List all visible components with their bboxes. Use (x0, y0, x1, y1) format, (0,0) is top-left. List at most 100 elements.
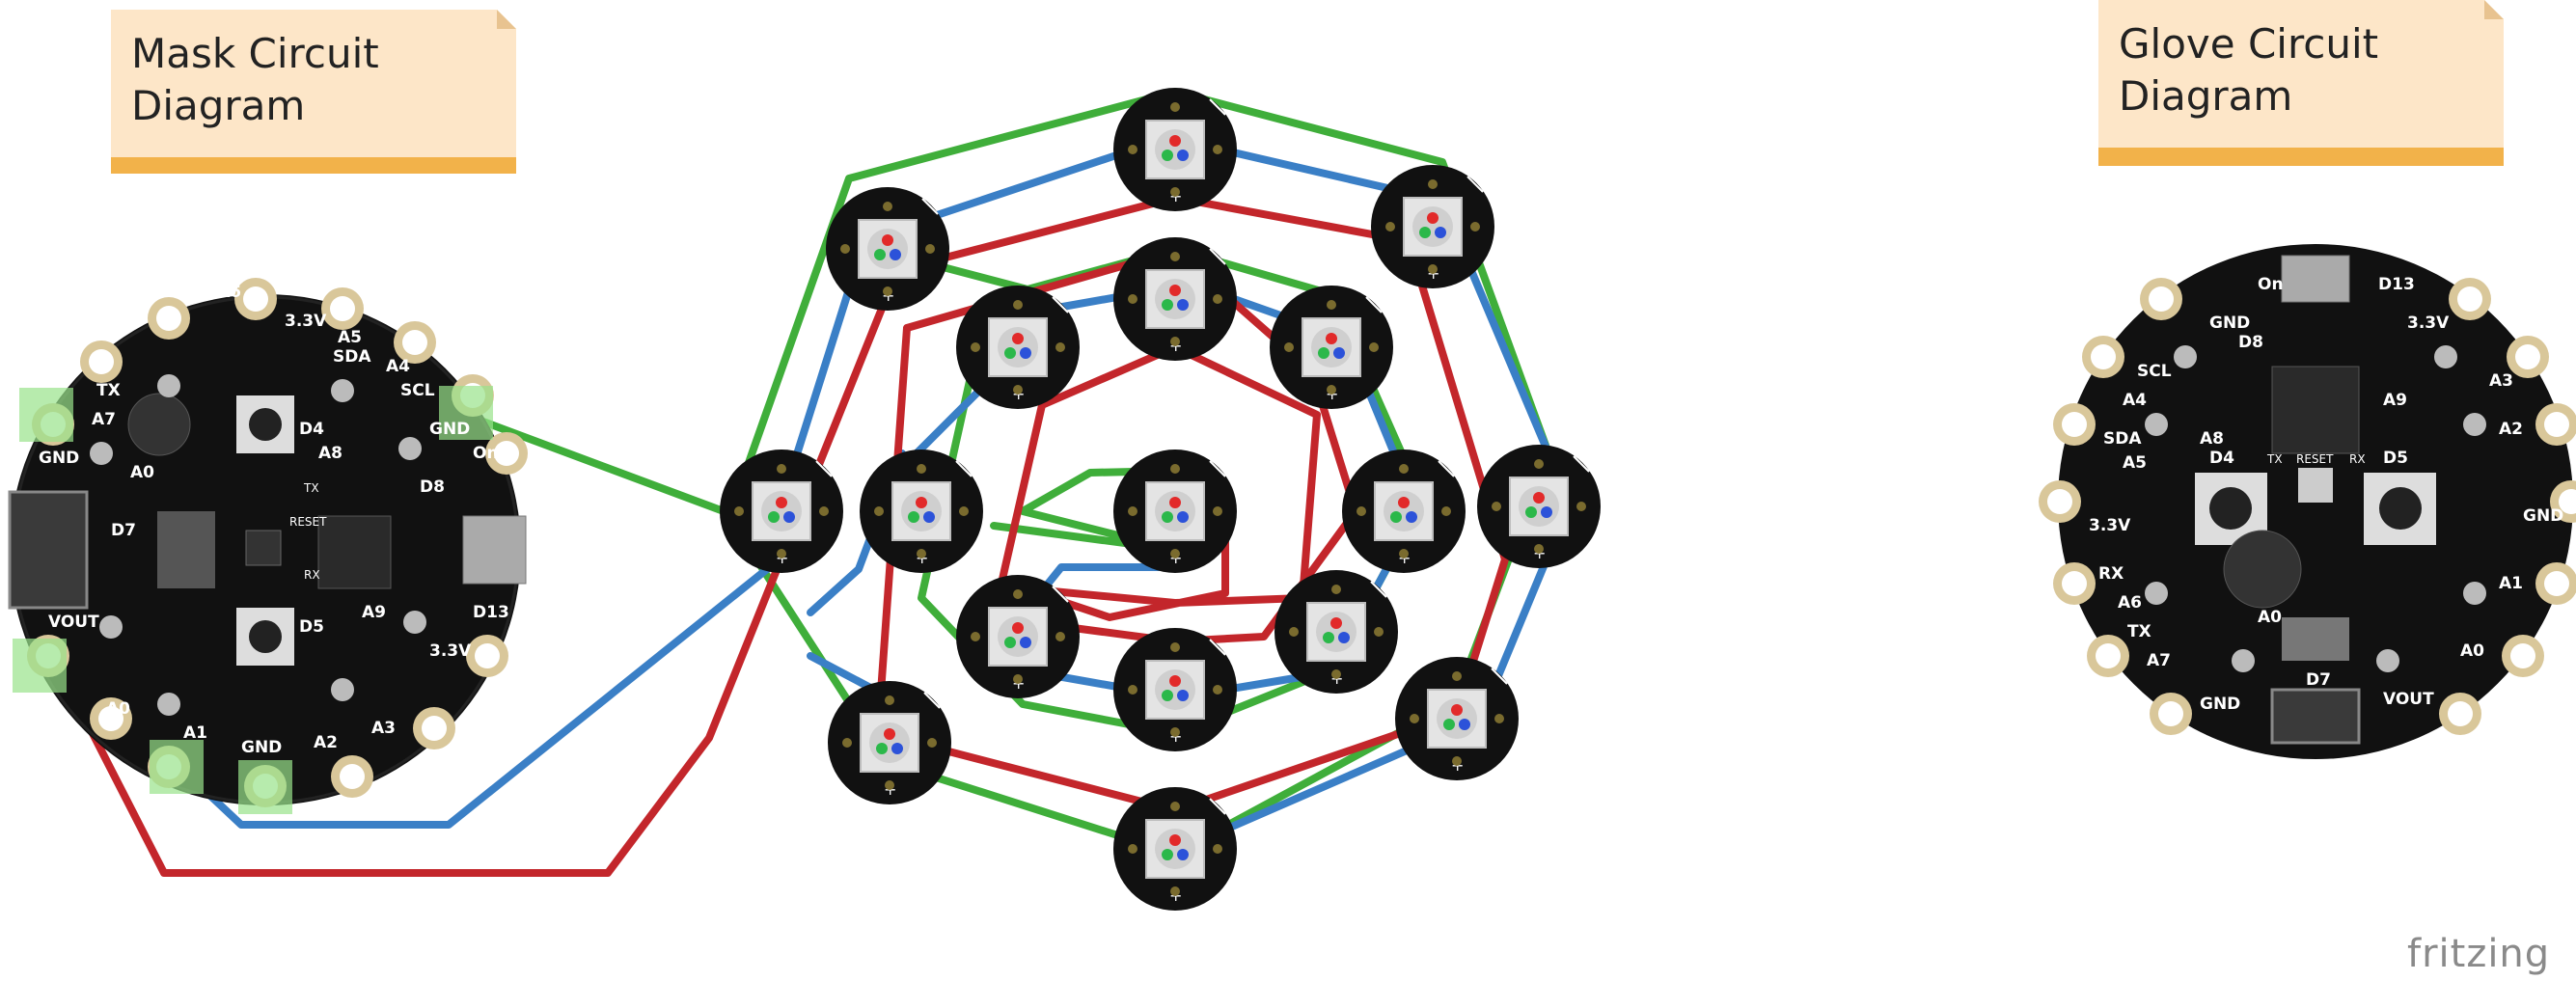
glove-slide-switch (2282, 617, 2349, 661)
mask-pin-a8: A8 (318, 444, 343, 463)
mask-board-neopixels (90, 374, 426, 716)
mask-pin-d13: D13 (473, 603, 509, 622)
glove-pin-d5: D5 (2383, 449, 2408, 468)
neopixel-middle-3 (1341, 449, 1466, 574)
mask-pin-rx: RX (164, 283, 189, 302)
mask-pin-a7: A7 (92, 410, 116, 429)
mask-pin-a4: A4 (386, 357, 410, 376)
mask-pin-gnd-bottom: GND (241, 738, 282, 757)
mask-board[interactable]: RX A6 3.3V A5 SDA A4 SCL GND TX A7 GND A… (8, 278, 528, 814)
glove-pin-a0-right: A0 (2460, 641, 2484, 661)
neopixel-outer-1 (1112, 87, 1238, 212)
mask-pin-a0-top: A0 (130, 463, 154, 482)
neopixel-outer-2 (1370, 164, 1495, 289)
mcu-chip (317, 515, 392, 589)
accel-chip (245, 530, 282, 566)
glove-pin-d4: D4 (2209, 449, 2234, 468)
mask-pin-d4: D4 (299, 420, 324, 439)
glove-pin-gnd-top: GND (2209, 313, 2250, 333)
slide-switch (157, 511, 215, 588)
mask-pin-gnd-right: GND (429, 420, 470, 439)
glove-pin-a7: A7 (2147, 651, 2171, 670)
neopixel-middle-5 (1112, 627, 1238, 752)
neopixel-array (719, 87, 1602, 912)
mask-pin-3v3: 3.3V (285, 312, 327, 331)
usb-port (462, 515, 527, 585)
glove-pin-d8: D8 (2238, 333, 2263, 352)
glove-pin-rx-led: RX (2349, 452, 2366, 466)
mask-pad-highlight-vout (13, 639, 67, 693)
glove-pin-a4: A4 (2123, 391, 2147, 410)
neopixel-outer-6 (827, 680, 952, 805)
glove-pin-tx: TX (2266, 452, 2283, 466)
glove-pin-3v3-top: 3.3V (2407, 313, 2450, 333)
glove-pin-d7: D7 (2306, 670, 2331, 690)
glove-board[interactable]: On GND D8 D13 3.3V SCL A4 SDA A5 A3 A2 A… (2039, 244, 2576, 759)
neopixel-middle-1 (1112, 236, 1238, 362)
mask-note-line1: Mask Circuit (131, 30, 379, 77)
mask-pin-tx: TX (96, 381, 121, 400)
glove-pin-tx-bottom: TX (2127, 622, 2151, 641)
neopixel-outer-7 (719, 449, 844, 574)
mask-pin-scl: SCL (400, 381, 435, 400)
glove-pin-a2: A2 (2499, 420, 2523, 439)
mask-pin-d8: D8 (420, 477, 445, 497)
mask-pad-highlight-gnd-left (19, 388, 73, 442)
glove-pin-gnd-right: GND (2523, 506, 2563, 526)
glove-reset-button[interactable] (2298, 468, 2333, 503)
mask-pin-a1: A1 (183, 723, 207, 743)
jst-connector (8, 490, 89, 610)
mask-pad-highlight-a1 (150, 740, 204, 794)
neopixel-middle-7 (859, 449, 984, 574)
glove-note-line1: Glove Circuit (2119, 20, 2378, 68)
mask-pin-reset: RESET (289, 515, 327, 529)
glove-pin-on: On (2258, 275, 2284, 294)
mask-note[interactable]: Mask Circuit Diagram (111, 10, 516, 174)
mask-pin-a9: A9 (362, 603, 386, 622)
neopixel-outer-8 (825, 186, 950, 312)
glove-pin-gnd-bottom: GND (2200, 695, 2240, 714)
neopixel-outer-5 (1112, 786, 1238, 912)
neopixel-center (1112, 449, 1238, 574)
mask-pad-highlight-gnd-bottom (238, 760, 292, 814)
neopixel-middle-4 (1274, 569, 1399, 695)
glove-pin-sda: SDA (2103, 429, 2142, 449)
glove-note-line2: Diagram (2119, 72, 2292, 120)
neopixel-middle-6 (955, 574, 1081, 699)
glove-pin-reset: RESET (2296, 452, 2334, 466)
mask-pin-gnd-left: GND (39, 449, 79, 468)
glove-pin-3v3-left: 3.3V (2089, 516, 2131, 535)
mask-pin-d7: D7 (111, 521, 136, 540)
glove-note[interactable]: Glove Circuit Diagram (2098, 0, 2504, 166)
glove-speaker (2223, 530, 2302, 609)
mask-pin-3v3-bottom: 3.3V (429, 641, 472, 661)
mask-pin-a6: A6 (217, 283, 241, 302)
neopixel-outer-3 (1476, 444, 1602, 569)
glove-pin-scl: SCL (2137, 362, 2172, 381)
mask-pin-vout: VOUT (48, 613, 99, 632)
neopixel-middle-2 (1269, 285, 1394, 410)
glove-mcu-chip (2271, 366, 2360, 454)
fritzing-logo: fritzing (2407, 932, 2550, 976)
mask-pin-a5: A5 (338, 328, 362, 347)
mask-note-line2: Diagram (131, 82, 305, 129)
glove-board-neopixels (2145, 345, 2486, 672)
glove-jst-connector (2270, 688, 2361, 745)
glove-pin-a9: A9 (2383, 391, 2407, 410)
mask-pin-a0-bottom: A0 (106, 699, 130, 719)
glove-pin-a1: A1 (2499, 574, 2523, 593)
neopixel-outer-4 (1394, 656, 1520, 781)
glove-pin-rx: RX (2098, 564, 2124, 584)
glove-pin-a5: A5 (2123, 453, 2147, 473)
mask-pin-d5: D5 (299, 617, 324, 637)
glove-usb-port (2281, 255, 2350, 303)
mask-pad-highlight-gnd-right (439, 386, 493, 440)
mask-pin-a3: A3 (371, 719, 396, 738)
neopixel-middle-8 (955, 285, 1081, 410)
glove-pin-a3: A3 (2489, 371, 2513, 391)
glove-pin-d13: D13 (2378, 275, 2415, 294)
mask-pin-on: On (473, 444, 499, 463)
glove-pin-a6: A6 (2118, 593, 2142, 613)
mask-pin-a2: A2 (314, 733, 338, 752)
